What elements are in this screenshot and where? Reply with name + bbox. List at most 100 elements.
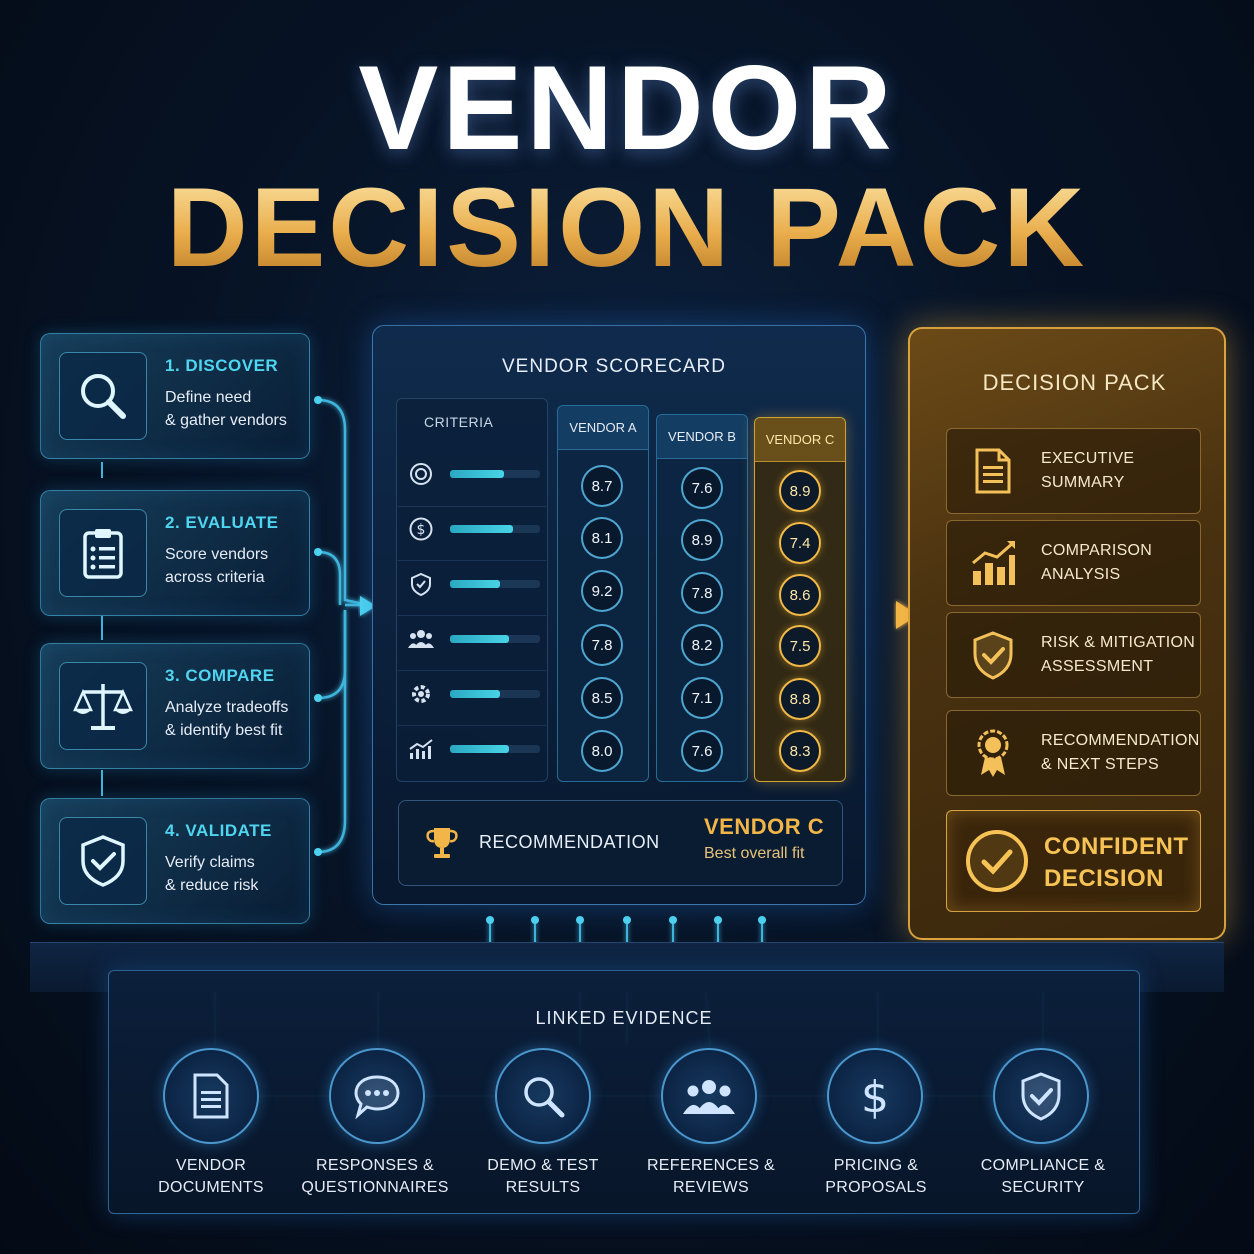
score-badge: 8.0 <box>581 730 623 772</box>
decision-item-line: RECOMMENDATION <box>1041 732 1200 749</box>
gear-icon <box>406 679 436 709</box>
score-badge: 7.4 <box>779 522 821 564</box>
step-title: 4. VALIDATE <box>165 821 272 840</box>
score-badge: 8.1 <box>581 517 623 559</box>
criteria-weight-bar <box>450 580 500 588</box>
decision-item-line: COMPARISON <box>1041 542 1153 559</box>
scales-icon <box>59 662 147 750</box>
decision-item-recommendation[interactable]: RECOMMENDATION & NEXT STEPS <box>946 710 1201 796</box>
shield-check-icon <box>965 627 1021 683</box>
score-badge: 8.6 <box>779 574 821 616</box>
vendor-column-b[interactable]: VENDOR B 7.6 8.9 7.8 8.2 7.1 7.6 <box>656 414 748 782</box>
decision-pack-title: DECISION PACK <box>982 370 1167 395</box>
score-badge: 8.2 <box>681 624 723 666</box>
criteria-weight-bar <box>450 470 504 478</box>
chat-bubble-icon[interactable] <box>329 1048 425 1144</box>
decision-item-line: EXECUTIVE <box>1041 450 1135 467</box>
people-icon <box>406 624 436 654</box>
confident-decision-box[interactable]: CONFIDENT DECISION <box>946 810 1201 912</box>
score-badge: 8.9 <box>681 519 723 561</box>
score-badge: 9.2 <box>581 570 623 612</box>
document-icon[interactable] <box>163 1048 259 1144</box>
criteria-weight-bar <box>450 690 500 698</box>
step-description: Define need& gather vendors <box>165 389 287 429</box>
score-badge: 7.8 <box>581 624 623 666</box>
criteria-header: CRITERIA <box>424 414 494 430</box>
evidence-label: REFERENCES &REVIEWS <box>646 1157 776 1196</box>
score-badge: 7.6 <box>681 730 723 772</box>
vendor-header: VENDOR A <box>558 406 648 450</box>
step-title: 2. EVALUATE <box>165 513 279 532</box>
criteria-row <box>404 459 544 489</box>
criteria-row <box>404 679 544 709</box>
criteria-weight-bar <box>450 745 509 753</box>
step-card-validate[interactable]: 4. VALIDATE Verify claims& reduce risk <box>40 798 310 924</box>
criteria-row <box>404 569 544 599</box>
shield-check-icon <box>59 817 147 905</box>
clipboard-icon <box>59 509 147 597</box>
criteria-row <box>404 734 544 764</box>
vendor-column-c[interactable]: VENDOR C 8.9 7.4 8.6 7.5 8.8 8.3 <box>754 417 846 782</box>
score-badge: 7.5 <box>779 625 821 667</box>
target-icon <box>406 459 436 489</box>
bar-chart-icon <box>965 535 1021 591</box>
shield-check-icon[interactable] <box>993 1048 1089 1144</box>
title-line-2: DECISION PACK <box>0 172 1254 284</box>
vendor-header: VENDOR C <box>755 418 845 462</box>
decision-item-comparison-analysis[interactable]: COMPARISON ANALYSIS <box>946 520 1201 606</box>
criteria-panel <box>396 398 548 782</box>
decision-item-executive-summary[interactable]: EXECUTIVE SUMMARY <box>946 428 1201 514</box>
score-badge: 8.5 <box>581 677 623 719</box>
score-badge: 8.7 <box>581 465 623 507</box>
score-badge: 7.1 <box>681 677 723 719</box>
step-card-compare[interactable]: 3. COMPARE Analyze tradeoffs& identify b… <box>40 643 310 769</box>
vendor-column-a[interactable]: VENDOR A 8.7 8.1 9.2 7.8 8.5 8.0 <box>557 405 649 782</box>
score-badge: 7.6 <box>681 467 723 509</box>
decision-item-line: & NEXT STEPS <box>1041 756 1160 773</box>
criteria-row <box>404 624 544 654</box>
dollar-icon[interactable]: $ <box>827 1048 923 1144</box>
criteria-weight-bar <box>450 525 513 533</box>
step-description: Analyze tradeoffs& identify best fit <box>165 699 289 739</box>
magnifier-icon[interactable] <box>495 1048 591 1144</box>
decision-item-line: SUMMARY <box>1041 474 1125 491</box>
document-icon <box>965 443 1021 499</box>
check-circle-icon <box>963 827 1031 895</box>
step-title: 3. COMPARE <box>165 666 275 685</box>
score-badge: 8.8 <box>779 678 821 720</box>
title-line-1: VENDOR <box>358 41 896 175</box>
vendor-header: VENDOR B <box>657 415 747 459</box>
svg-text:$: $ <box>861 1072 889 1122</box>
decision-item-line: RISK & MITIGATION <box>1041 634 1196 651</box>
final-line: CONFIDENT <box>1044 833 1189 860</box>
recommendation-box[interactable] <box>398 800 843 886</box>
people-icon[interactable] <box>661 1048 757 1144</box>
shield-icon <box>406 569 436 599</box>
step-card-discover[interactable]: 1. DISCOVER Define need& gather vendors <box>40 333 310 459</box>
recommendation-label: RECOMMENDATION <box>479 832 660 852</box>
scorecard-title: VENDOR SCORECARD <box>502 356 726 377</box>
score-badge: 7.8 <box>681 572 723 614</box>
evidence-label: PRICING &PROPOSALS <box>825 1157 927 1196</box>
recommended-vendor: VENDOR C <box>704 814 825 839</box>
growth-chart-icon <box>406 734 436 764</box>
magnifier-icon <box>59 352 147 440</box>
award-ribbon-icon <box>965 725 1021 781</box>
dollar-icon: $ <box>406 514 436 544</box>
svg-text:$: $ <box>417 522 426 538</box>
decision-item-line: ANALYSIS <box>1041 566 1121 583</box>
recommendation-subtitle: Best overall fit <box>704 845 805 862</box>
criteria-weight-bar <box>450 635 509 643</box>
evidence-label: RESPONSES &QUESTIONNAIRES <box>301 1157 449 1196</box>
final-line: DECISION <box>1044 865 1165 892</box>
score-badge: 8.9 <box>779 470 821 512</box>
trophy-icon <box>422 822 462 862</box>
criteria-row: $ <box>404 514 544 544</box>
linked-evidence-title: LINKED EVIDENCE <box>535 1008 713 1028</box>
score-badge: 8.3 <box>779 730 821 772</box>
